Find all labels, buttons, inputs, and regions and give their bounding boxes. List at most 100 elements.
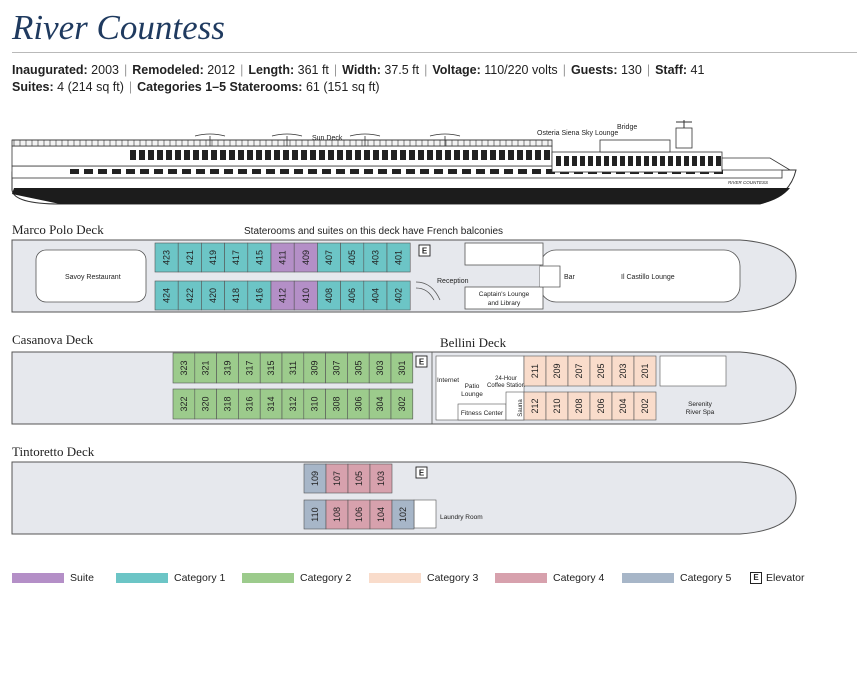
legend-item-cat2: Category 2	[242, 572, 351, 584]
cabin-204: 204	[611, 391, 635, 421]
cabin-409: 409	[293, 242, 318, 273]
hull-window	[504, 169, 513, 174]
cabin-number: 207	[574, 363, 584, 378]
stat-value: 2012	[203, 63, 236, 77]
cabin-window	[319, 150, 325, 160]
legend-label: Category 2	[300, 572, 352, 584]
lounge-window	[684, 156, 689, 166]
hull-window	[518, 169, 527, 174]
cabin-window	[472, 150, 478, 160]
stat-value: 361 ft	[294, 63, 329, 77]
cabin-107: 107	[325, 463, 349, 494]
legend-item-cat4: Category 4	[495, 572, 604, 584]
tintoretto-deck-title: Tintoretto Deck	[12, 444, 95, 459]
cabin-number: 103	[376, 471, 386, 486]
cabin-number: 423	[162, 250, 172, 265]
legend-swatch	[622, 573, 674, 583]
cabin-window	[274, 150, 280, 160]
cabin-419: 419	[201, 242, 225, 273]
cabin-window	[283, 150, 289, 160]
cabin-window	[211, 150, 217, 160]
marco-polo-deck-title: Marco Polo Deck	[12, 222, 104, 237]
page-title: River Countess	[12, 8, 225, 47]
hull-window	[126, 169, 135, 174]
cabin-402: 402	[386, 280, 411, 311]
stat-value: 41	[687, 63, 705, 77]
cabin-box	[386, 242, 411, 273]
stat-value: 61 (151 sq ft)	[302, 80, 380, 94]
stat-label: Width:	[342, 63, 381, 77]
cabin-number: 422	[185, 288, 195, 303]
cabin-110: 110	[303, 499, 327, 530]
cabin-206: 206	[589, 391, 613, 421]
cabin-number: 415	[254, 250, 264, 265]
cabin-307: 307	[325, 352, 348, 384]
cabin-number: 106	[354, 507, 364, 522]
cabin-212: 212	[523, 391, 547, 421]
cabin-number: 309	[310, 360, 320, 375]
cabin-window	[454, 150, 460, 160]
cabin-number: 208	[574, 398, 584, 413]
cabin-window	[220, 150, 226, 160]
cabin-number: 319	[223, 360, 233, 375]
cabin-window	[409, 150, 415, 160]
stat-label: Categories 1–5 Staterooms:	[137, 80, 303, 94]
cabin-number: 304	[375, 396, 385, 411]
lounge-window	[556, 156, 561, 166]
lounge-window	[628, 156, 633, 166]
hull-window	[252, 169, 261, 174]
cabin-window	[445, 150, 451, 160]
stat-value: 37.5 ft	[380, 63, 420, 77]
stat-value: 4 (214 sq ft)	[53, 80, 124, 94]
cabin-405: 405	[340, 242, 365, 273]
cabin-424: 424	[154, 280, 179, 311]
cabin-number: 308	[332, 396, 342, 411]
cabin-209: 209	[545, 355, 569, 387]
cabin-window	[481, 150, 487, 160]
cabin-306: 306	[347, 388, 370, 420]
restaurant-label: Savoy Restaurant	[65, 274, 121, 281]
cabin-number: 312	[288, 396, 298, 411]
cabin-407: 407	[317, 242, 341, 273]
cabin-number: 320	[201, 396, 211, 411]
cabin-window	[526, 150, 532, 160]
legend-swatch	[12, 573, 64, 583]
lounge-label: Il Castillo Lounge	[621, 274, 675, 281]
cabin-window	[229, 150, 235, 160]
cabin-number: 410	[301, 288, 311, 303]
coffee-station-label: Coffee Station	[487, 383, 525, 389]
cabin-window	[382, 150, 388, 160]
cabin-104: 104	[369, 499, 393, 530]
cabin-number: 202	[640, 398, 650, 413]
cabin-number: 411	[278, 250, 288, 264]
cabin-401: 401	[386, 242, 411, 273]
stat-value: 2003	[87, 63, 119, 77]
cabin-number: 201	[640, 363, 650, 378]
hull-window	[84, 169, 93, 174]
lounge-window	[700, 156, 705, 166]
cabin-box	[386, 280, 411, 311]
lounge-window	[604, 156, 609, 166]
cabin-number: 212	[530, 398, 540, 413]
cabin-number: 424	[162, 288, 172, 303]
lounge-window	[620, 156, 625, 166]
lounge-window	[652, 156, 657, 166]
laundry-label: Laundry Room	[440, 514, 483, 521]
legend-item-cat1: Category 1	[116, 572, 225, 584]
hull-window	[238, 169, 247, 174]
cabin-315: 315	[259, 352, 283, 384]
svg-text:E: E	[422, 247, 428, 256]
lounge-window	[644, 156, 649, 166]
cabin-102: 102	[391, 499, 415, 530]
cabin-103: 103	[369, 463, 393, 494]
cabin-window	[265, 150, 271, 160]
cabin-number: 110	[310, 507, 320, 521]
patio-lounge-label: Lounge	[461, 391, 483, 398]
hull-window	[448, 169, 457, 174]
cabin-window	[535, 150, 541, 160]
cabin-window	[499, 150, 505, 160]
cabin-window	[418, 150, 424, 160]
hull-window	[210, 169, 219, 174]
sun-deck-label: Sun Deck	[312, 135, 343, 142]
